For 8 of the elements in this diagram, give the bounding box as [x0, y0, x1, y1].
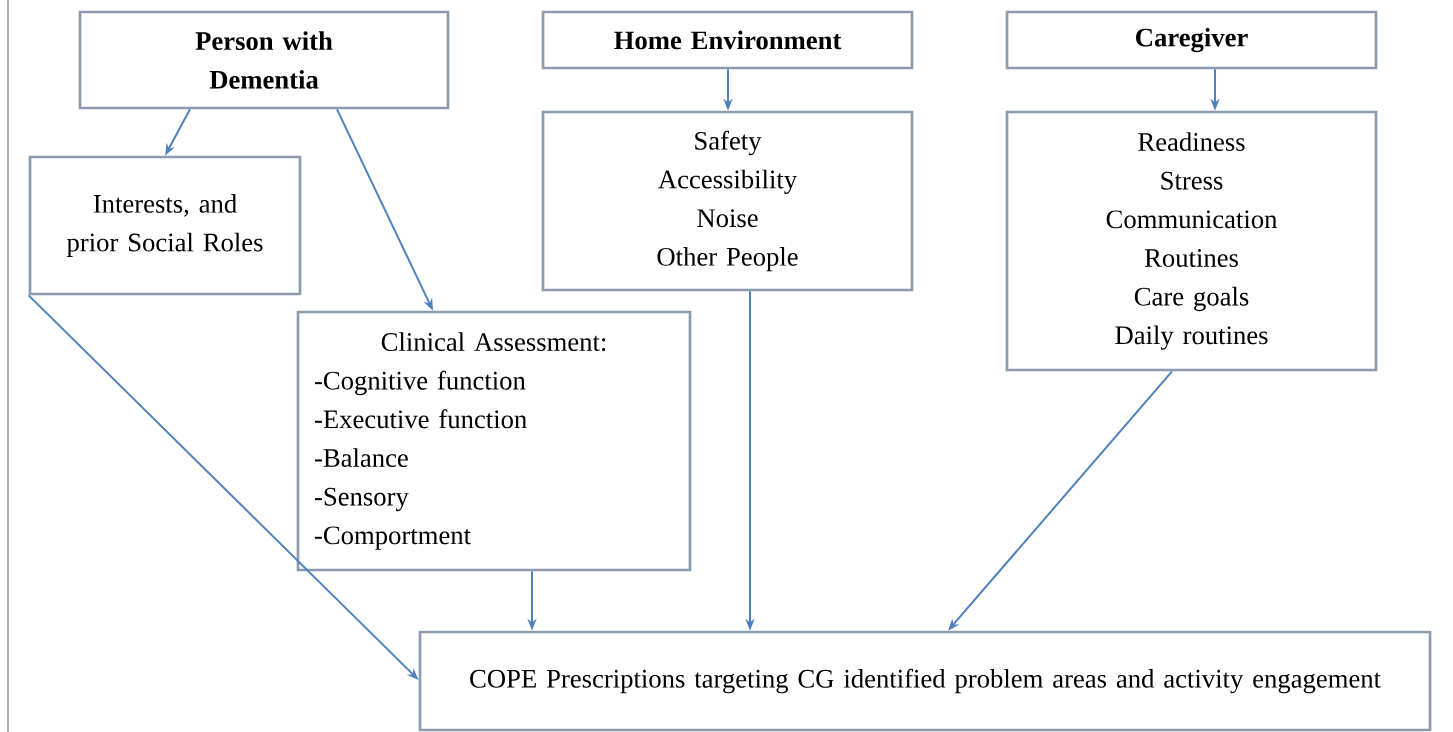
process-box: Caregiver — [1005, 10, 1378, 70]
process-box: Safety Accessibility Noise Other People — [541, 110, 914, 292]
process-box: Readiness Stress Communication Routines Care goals Daily routines — [1005, 110, 1378, 372]
process-box: COPE Prescriptions targeting CG identified problem areas and activity engagement — [418, 630, 1432, 732]
process-box: Interests, and prior Social Roles — [28, 155, 302, 296]
process-box: Person with Dementia — [78, 10, 450, 110]
process-box: Clinical Assessment: -Cognitive function -Executive function -Balance -Sensory -Comportment — [296, 310, 692, 572]
process-box: Home Environment — [541, 10, 914, 70]
